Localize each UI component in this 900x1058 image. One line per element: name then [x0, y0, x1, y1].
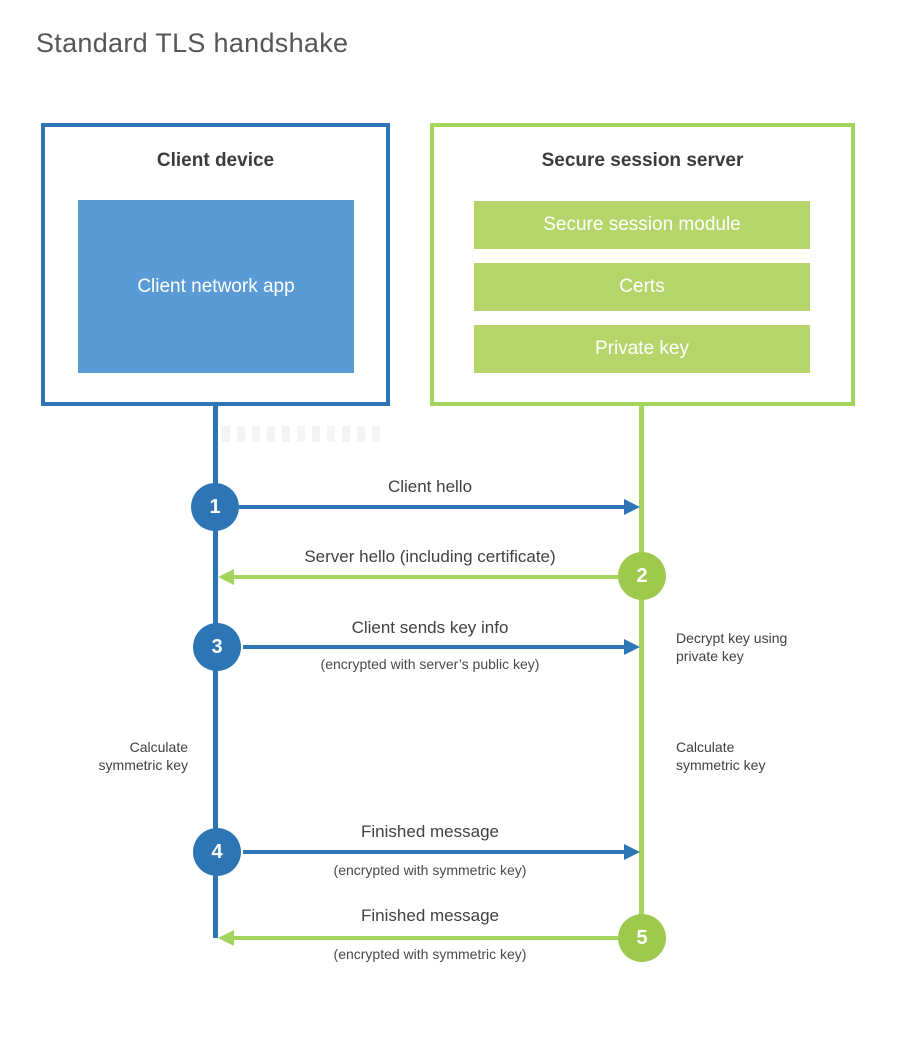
secure-session-server-title: Secure session server [541, 150, 744, 171]
secure-session-server-box: Secure session server Secure session mod… [430, 123, 855, 406]
arrow-line-finished-server [234, 936, 618, 940]
note-decrypt-key: Decrypt key using private key [676, 630, 788, 664]
client-device-title: Client device [156, 150, 275, 171]
arrowhead-left-icon [218, 930, 234, 946]
client-device-box: Client device Client network app [41, 123, 390, 406]
message-sublabel-finished-server: (encrypted with symmetric key) [333, 946, 527, 962]
client-network-app-box: Client network app [78, 200, 354, 373]
step-circle-5: 5 [618, 914, 666, 962]
message-label-finished-server: Finished message [361, 906, 499, 925]
message-sublabel-key-info: (encrypted with server’s public key) [320, 656, 540, 672]
arrow-line-client-hello [239, 505, 625, 509]
arrowhead-right-icon [624, 844, 640, 860]
step-circle-3: 3 [193, 623, 241, 671]
arrowhead-right-icon [624, 499, 640, 515]
message-label-client-hello: Client hello [387, 477, 473, 496]
server-module-bar: Secure session module [474, 201, 810, 249]
message-label-key-info: Client sends key info [351, 618, 509, 637]
arrow-line-finished-client [243, 850, 625, 854]
server-module-bar: Certs [474, 263, 810, 311]
step-circle-4: 4 [193, 828, 241, 876]
message-sublabel-finished-client: (encrypted with symmetric key) [333, 862, 527, 878]
client-network-app-label: Client network app [137, 275, 295, 297]
page-title: Standard TLS handshake [36, 28, 349, 58]
step-circle-1: 1 [191, 483, 239, 531]
client-lifeline [213, 406, 218, 938]
arrow-line-key-info [243, 645, 625, 649]
arrow-line-server-hello [234, 575, 618, 579]
note-server-calculate-symmetric-key: Calculate symmetric key [676, 739, 766, 773]
server-module-bar: Private key [474, 325, 810, 373]
message-label-finished-client: Finished message [361, 822, 499, 841]
step-circle-2: 2 [618, 552, 666, 600]
message-label-server-hello: Server hello (including certificate) [304, 547, 556, 566]
arrowhead-left-icon [218, 569, 234, 585]
server-lifeline [639, 406, 644, 938]
note-client-calculate-symmetric-key: Calculate symmetric key [98, 739, 188, 773]
faint-dashed-line [222, 426, 385, 442]
arrowhead-right-icon [624, 639, 640, 655]
